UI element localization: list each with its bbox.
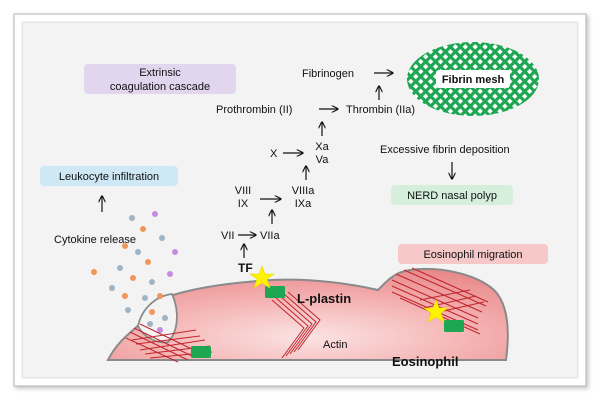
granule-dot — [117, 265, 123, 271]
eos-migration-box — [398, 244, 548, 264]
fibrin-mesh-label: Fibrin mesh — [442, 74, 505, 86]
granule-dot — [145, 259, 151, 265]
nerd-polyp-box — [391, 185, 513, 205]
granule-dot — [162, 315, 168, 321]
granule-dots — [91, 211, 178, 333]
ixa-label: IXa — [295, 198, 312, 210]
receptor-left — [191, 346, 211, 358]
actin-bundle-center — [271, 291, 321, 359]
granule-dot — [157, 327, 163, 333]
va-label: Va — [316, 154, 330, 166]
leukocyte-label: Leukocyte infiltration — [59, 171, 159, 183]
granule-dot — [159, 235, 165, 241]
extrinsic-label-line1: Extrinsic — [139, 67, 181, 79]
granule-dot — [147, 321, 153, 327]
granule-dot — [149, 279, 155, 285]
actin-label: Actin — [323, 339, 347, 351]
eos-migration-label: Eosinophil migration — [423, 249, 522, 261]
tf-receptor — [265, 286, 285, 298]
granule-dot — [149, 309, 155, 315]
l-plastin-label: L-plastin — [297, 291, 351, 306]
ix-label: IX — [238, 198, 249, 210]
granule-dot — [142, 295, 148, 301]
viiia-label: VIIIa — [292, 185, 316, 197]
xa-label: Xa — [315, 141, 329, 153]
granule-dot — [135, 249, 141, 255]
excessive-fibrin-label: Excessive fibrin deposition — [380, 144, 510, 156]
prothrombin-label: Prothrombin (II) — [216, 104, 292, 116]
extrinsic-cascade-box — [84, 64, 236, 94]
cytokine-label: Cytokine release — [54, 234, 136, 246]
extrinsic-label-line2: coagulation cascade — [110, 81, 210, 93]
vii-label: VII — [221, 230, 234, 242]
x-label: X — [270, 148, 278, 160]
eosinophil-label: Eosinophil — [392, 354, 458, 369]
phagocytic-cup — [137, 293, 178, 344]
receptor-star — [423, 299, 449, 323]
granule-dot — [130, 275, 136, 281]
nerd-polyp-label: NERD nasal polyp — [407, 190, 497, 202]
receptor-right — [444, 320, 464, 332]
granule-dot — [109, 285, 115, 291]
granule-dot — [122, 243, 128, 249]
granule-dot — [167, 271, 173, 277]
leukocyte-box — [40, 166, 178, 186]
tf-label: TF — [238, 261, 253, 275]
granule-dot — [125, 307, 131, 313]
viia-label: VIIa — [260, 230, 280, 242]
granule-dot — [157, 293, 163, 299]
granule-dot — [122, 293, 128, 299]
thrombin-label: Thrombin (IIa) — [346, 104, 415, 116]
tf-star — [249, 265, 275, 289]
granule-dot — [129, 215, 135, 221]
viii-label: VIII — [235, 185, 252, 197]
fibrinogen-label: Fibrinogen — [302, 68, 354, 80]
granule-dot — [140, 226, 146, 232]
granule-dot — [91, 269, 97, 275]
granule-dot — [172, 249, 178, 255]
fibrin-mesh-label-box — [436, 70, 510, 88]
granule-dot — [152, 211, 158, 217]
